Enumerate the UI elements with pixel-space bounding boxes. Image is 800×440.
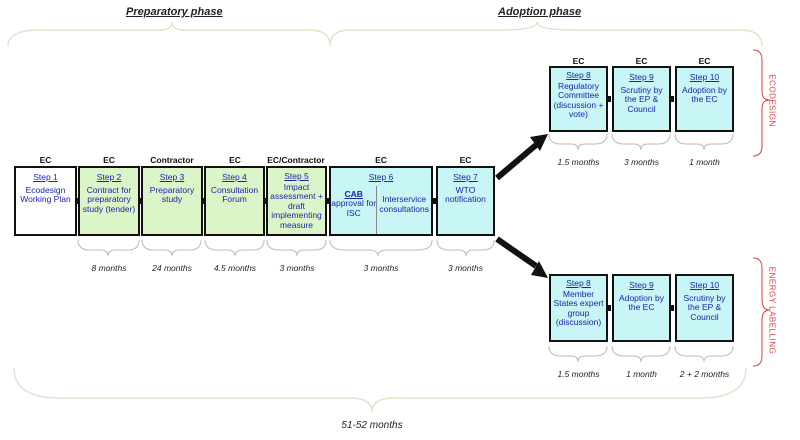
step-4-label: Step 4 [222,172,247,182]
step-6-cab-cell: CAB approval for ISC [331,185,378,234]
connector [201,198,206,204]
step-7-owner: EC [459,155,472,165]
eco-step-8-description: Regulatory Committee (discussion + vote) [553,80,604,120]
cab-label: CAB [344,188,363,199]
step-6-isc-cell: Interservice consultations [377,176,431,234]
eco-step-9-label: Step 9 [629,72,654,82]
el-step-10-label: Step 10 [689,280,720,290]
eco-step-8-duration: 1.5 months [557,157,600,167]
step-5-box: Step 5 Impact assessment + draft impleme… [266,166,327,236]
connector [669,96,674,102]
el-step-9-duration: 1 month [626,369,657,379]
eco-step-10-label: Step 10 [689,72,720,82]
step-4-owner: EC [229,155,241,165]
el-step-8-label: Step 8 [566,278,591,288]
step-2-label: Step 2 [96,172,122,182]
eco-step-8-box: Step 8 Regulatory Committee (discussion … [549,66,608,132]
eco-step-10-description: Adoption by the EC [682,84,727,105]
el-step-8-description: Member States expert group (discussion) [553,288,604,328]
eco-step-9-description: Scrutiny by the EP & Council [620,84,663,114]
el-step-9-box: Step 9 Adoption by the EC [612,274,671,342]
eco-step-9-box: Step 9 Scrutiny by the EP & Council [612,66,671,132]
eco-step-9-duration: 3 months [624,157,659,167]
step-6-owner: EC [375,155,387,165]
preparatory-phase-title: Preparatory phase [126,6,223,18]
step-5-duration: 3 months [279,263,315,273]
eco-step-9-owner: EC [635,56,648,66]
total-duration: 51-52 months [341,420,403,431]
step-6-split: CAB approval for ISC Interservice consul… [331,185,431,234]
step-4-duration: 4.5 months [213,263,257,273]
step-2-owner: EC [103,155,115,165]
eco-step-10-owner: EC [698,56,711,66]
step-4-description: Consultation Forum [210,184,259,205]
arrow-to-energy-labelling [495,236,538,269]
step-6-duration: 3 months [363,263,399,273]
step-7-description: WTO notification [445,184,486,205]
step-1-box: Step 1 Ecodesign Working Plan [14,166,77,236]
cab-description: approval for ISC [331,198,377,218]
step-6-label: Step 6 [368,172,394,182]
eco-step-10-duration: 1 month [689,157,720,167]
step-5-description: Impact assessment + draft implementing m… [270,181,323,230]
connector [669,305,674,311]
total-duration-brace [13,367,747,413]
connector [75,198,80,204]
connector [606,96,611,102]
el-step-10-duration: 2 + 2 months [679,369,730,379]
step-4-box: Step 4 Consultation Forum [204,166,265,236]
interservice-consultations: Interservice consultations [379,194,429,214]
connector [263,198,268,204]
step-2-duration: 8 months [91,263,127,273]
el-step-10-box: Step 10 Scrutiny by the EP & Council [675,274,734,342]
el-step-9-description: Adoption by the EC [619,292,664,313]
step-3-description: Preparatory study [149,184,195,205]
step-5-owner: EC/Contractor [267,155,325,165]
step-7-label: Step 7 [453,172,478,182]
step-2-description: Contract for preparatory study (tender) [82,184,136,214]
eco-step-10-box: Step 10 Adoption by the EC [675,66,734,132]
el-step-10-description: Scrutiny by the EP & Council [683,292,726,322]
el-step-9-label: Step 9 [629,280,654,290]
ecodesign-bracket [752,49,771,157]
eco-step-8-owner: EC [572,56,585,66]
ecodesign-label: ECODESIGN [767,74,777,127]
step-1-owner: EC [39,155,52,165]
arrow-to-ecodesign [495,142,538,181]
step-3-label: Step 3 [159,172,185,182]
step-7-duration: 3 months [448,263,483,273]
step-7-box: Step 7 WTO notification [436,166,495,236]
el-step-8-box: Step 8 Member States expert group (discu… [549,274,608,342]
energy-labelling-bracket [752,257,771,367]
energy-labelling-label: ENERGY LABELLING [767,266,777,355]
el-step-8-duration: 1.5 months [557,369,600,379]
step-3-duration: 24 months [152,263,192,273]
preparatory-phase-brace [7,21,331,47]
step-6-box: Step 6 CAB approval for ISC Interservice… [329,166,433,236]
step-1-label: Step 1 [33,172,58,182]
connector [325,198,330,204]
adoption-phase-brace [329,21,763,47]
connector [431,198,436,204]
connector [606,305,611,311]
eco-step-8-label: Step 8 [566,70,591,80]
step-5-label: Step 5 [284,171,309,181]
step-3-owner: Contractor [150,155,194,165]
connector [138,198,143,204]
step-1-description: Ecodesign Working Plan [20,184,71,205]
step-2-box: Step 2 Contract for preparatory study (t… [78,166,140,236]
step-3-box: Step 3 Preparatory study [141,166,203,236]
adoption-phase-title: Adoption phase [498,6,582,18]
